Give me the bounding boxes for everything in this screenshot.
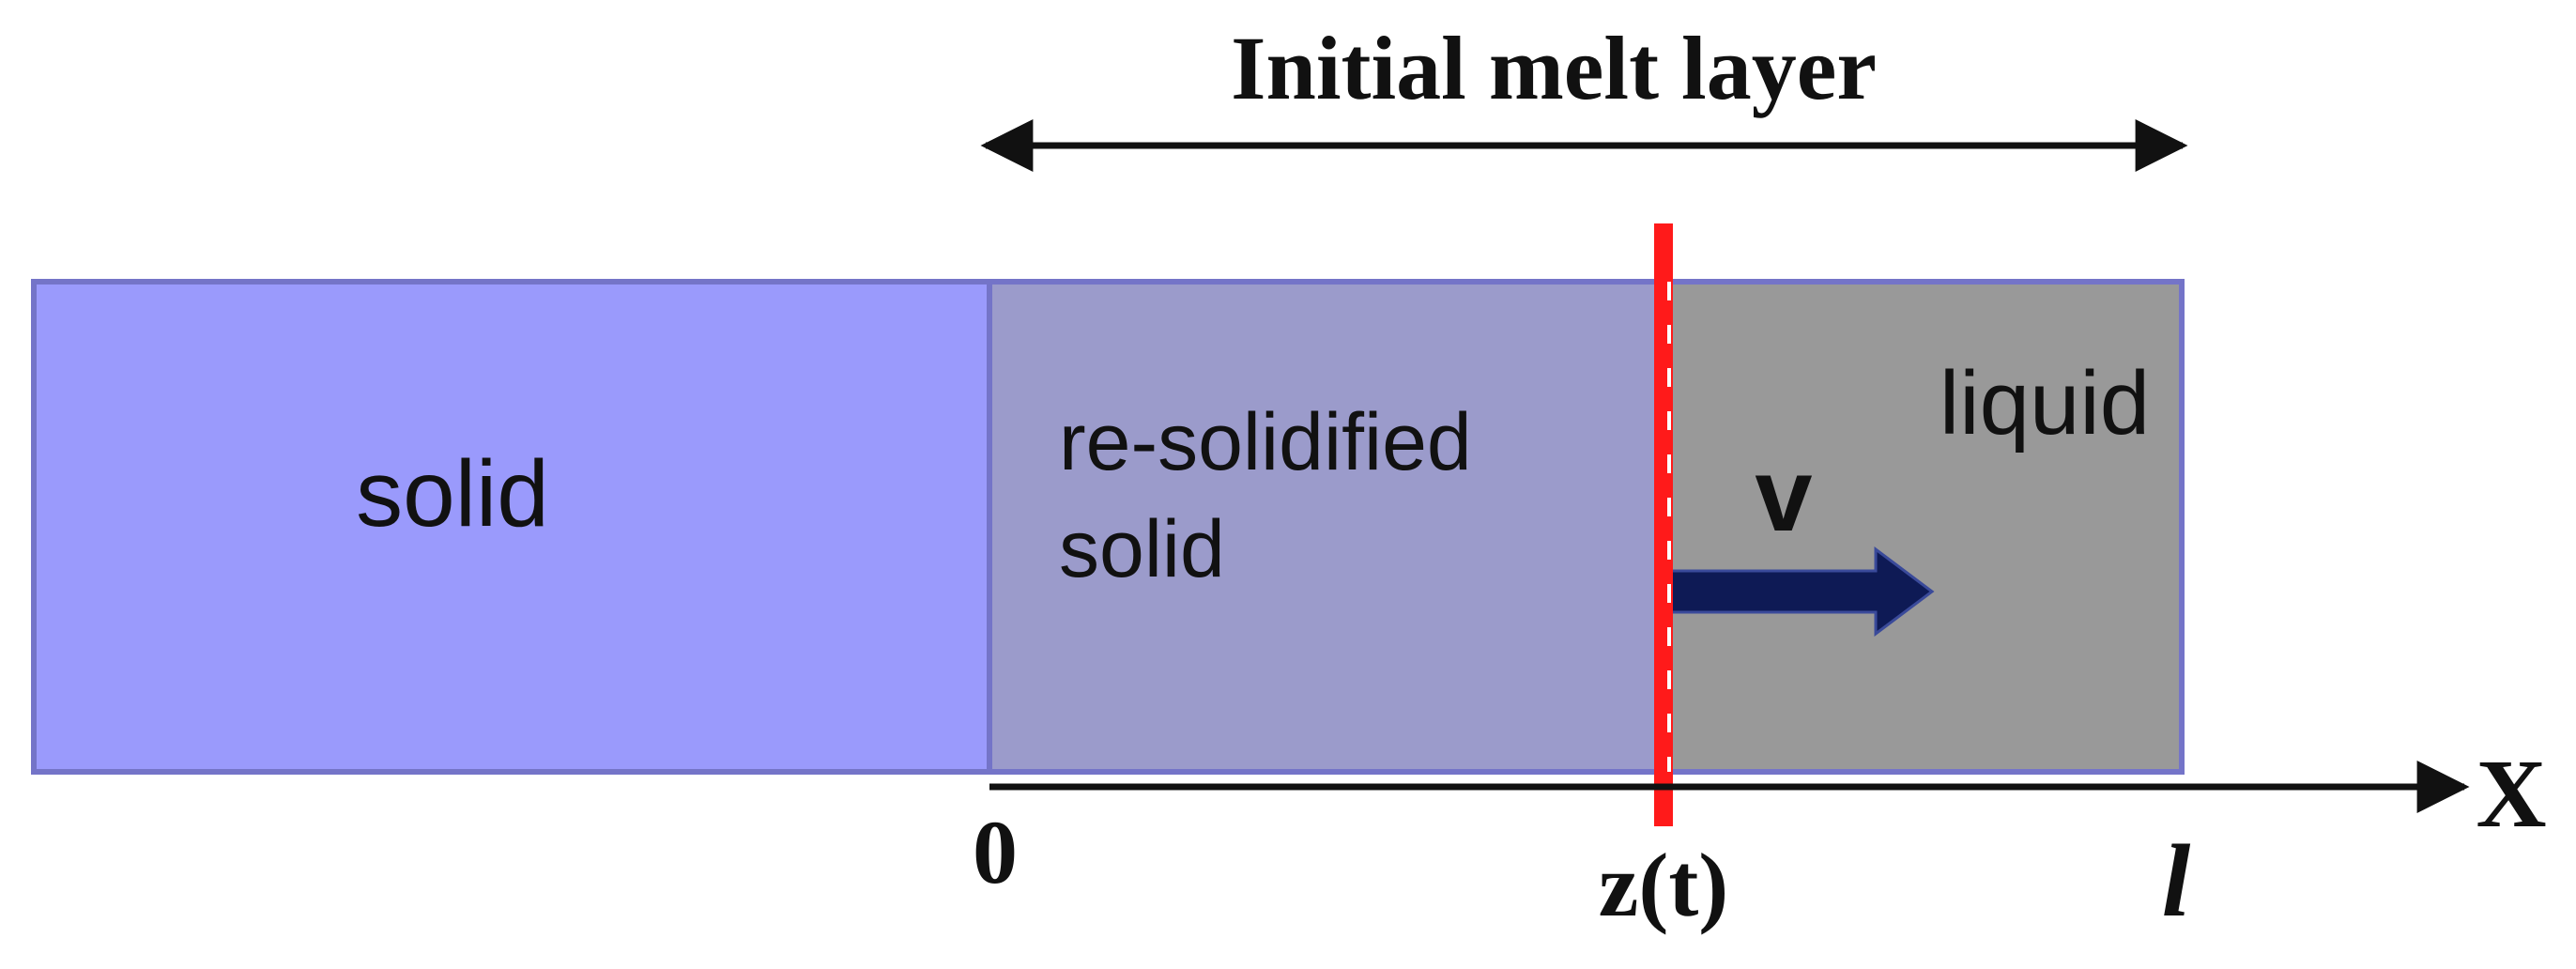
- liquid-region: [1664, 279, 2185, 775]
- axis-tick-end: l: [2162, 823, 2191, 938]
- solid-label: solid: [356, 441, 549, 546]
- liquid-label: liquid: [1940, 353, 2150, 454]
- resolidified-label-line2: solid: [1059, 504, 1225, 594]
- diagram-title: Initial melt layer: [1231, 18, 1877, 118]
- resolidified-label-line1: re-solidified: [1059, 397, 1472, 487]
- resolidified-region: [987, 279, 1670, 775]
- solid-region: [31, 279, 992, 775]
- velocity-arrow-icon: [1665, 546, 1935, 637]
- axis-tick-interface: z(t): [1599, 835, 1729, 935]
- velocity-label: v: [1755, 438, 1812, 553]
- axis-tick-origin: 0: [973, 802, 1018, 902]
- x-axis-label: X: [2476, 740, 2546, 848]
